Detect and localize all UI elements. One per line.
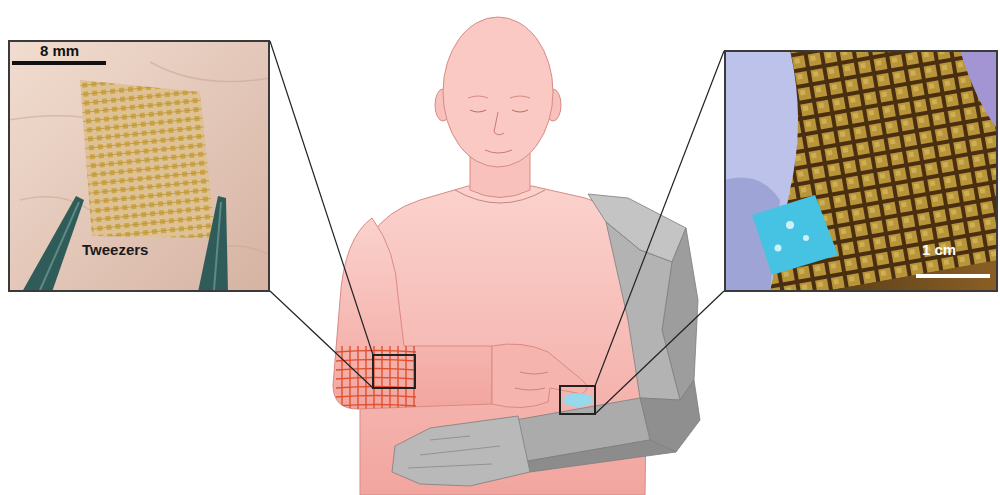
nose — [494, 112, 504, 135]
eyebrow — [468, 96, 530, 98]
gold-mesh-sheen — [80, 80, 215, 238]
zoom-box — [560, 386, 595, 414]
tweezer-highlight — [214, 202, 221, 290]
scale-label: 1 cm — [922, 242, 956, 259]
touch-glow — [563, 393, 593, 407]
arm — [333, 218, 492, 409]
tweezer-tip — [198, 196, 228, 292]
collar-line — [455, 190, 545, 203]
gel-highlight — [786, 221, 794, 229]
zoom-box — [373, 355, 415, 388]
gel-highlight — [803, 235, 809, 241]
tweezer-highlight — [40, 202, 79, 290]
skin-wrinkle — [8, 62, 270, 255]
prosthetic-hand — [392, 416, 530, 486]
glove — [960, 50, 998, 130]
device-photo — [724, 50, 998, 292]
prosthetic-upper-arm — [606, 222, 680, 400]
closed-eye — [470, 110, 528, 112]
head — [443, 17, 553, 167]
photo-inset: 8 mm Tweezers — [8, 40, 270, 292]
leader-line — [595, 51, 724, 386]
skin-photo — [8, 40, 270, 292]
tweezer-tip — [22, 196, 84, 292]
scale-bar — [916, 274, 990, 278]
gel-patch — [752, 195, 838, 275]
scale-label: 8 mm — [40, 43, 79, 60]
mouth — [485, 150, 512, 153]
leader-lines — [270, 41, 724, 414]
scale-bar — [12, 61, 106, 65]
gel-highlight — [775, 245, 782, 252]
photo-inset: 1 cm — [724, 50, 998, 292]
finger-crease — [515, 372, 548, 390]
photo-left — [8, 40, 270, 292]
photo-right — [724, 50, 998, 292]
prosthetic-forearm — [522, 440, 676, 472]
gold-mesh — [80, 80, 215, 238]
human-arm — [333, 218, 587, 409]
leader-line — [270, 41, 373, 355]
prosthetic-arm — [392, 194, 700, 486]
leader-line — [270, 291, 373, 388]
photo-label: Tweezers — [82, 242, 148, 259]
grid-line — [336, 351, 416, 407]
prosthetic-finger-line — [408, 436, 500, 468]
sensor-grid — [336, 346, 416, 410]
leader-line — [595, 291, 724, 414]
